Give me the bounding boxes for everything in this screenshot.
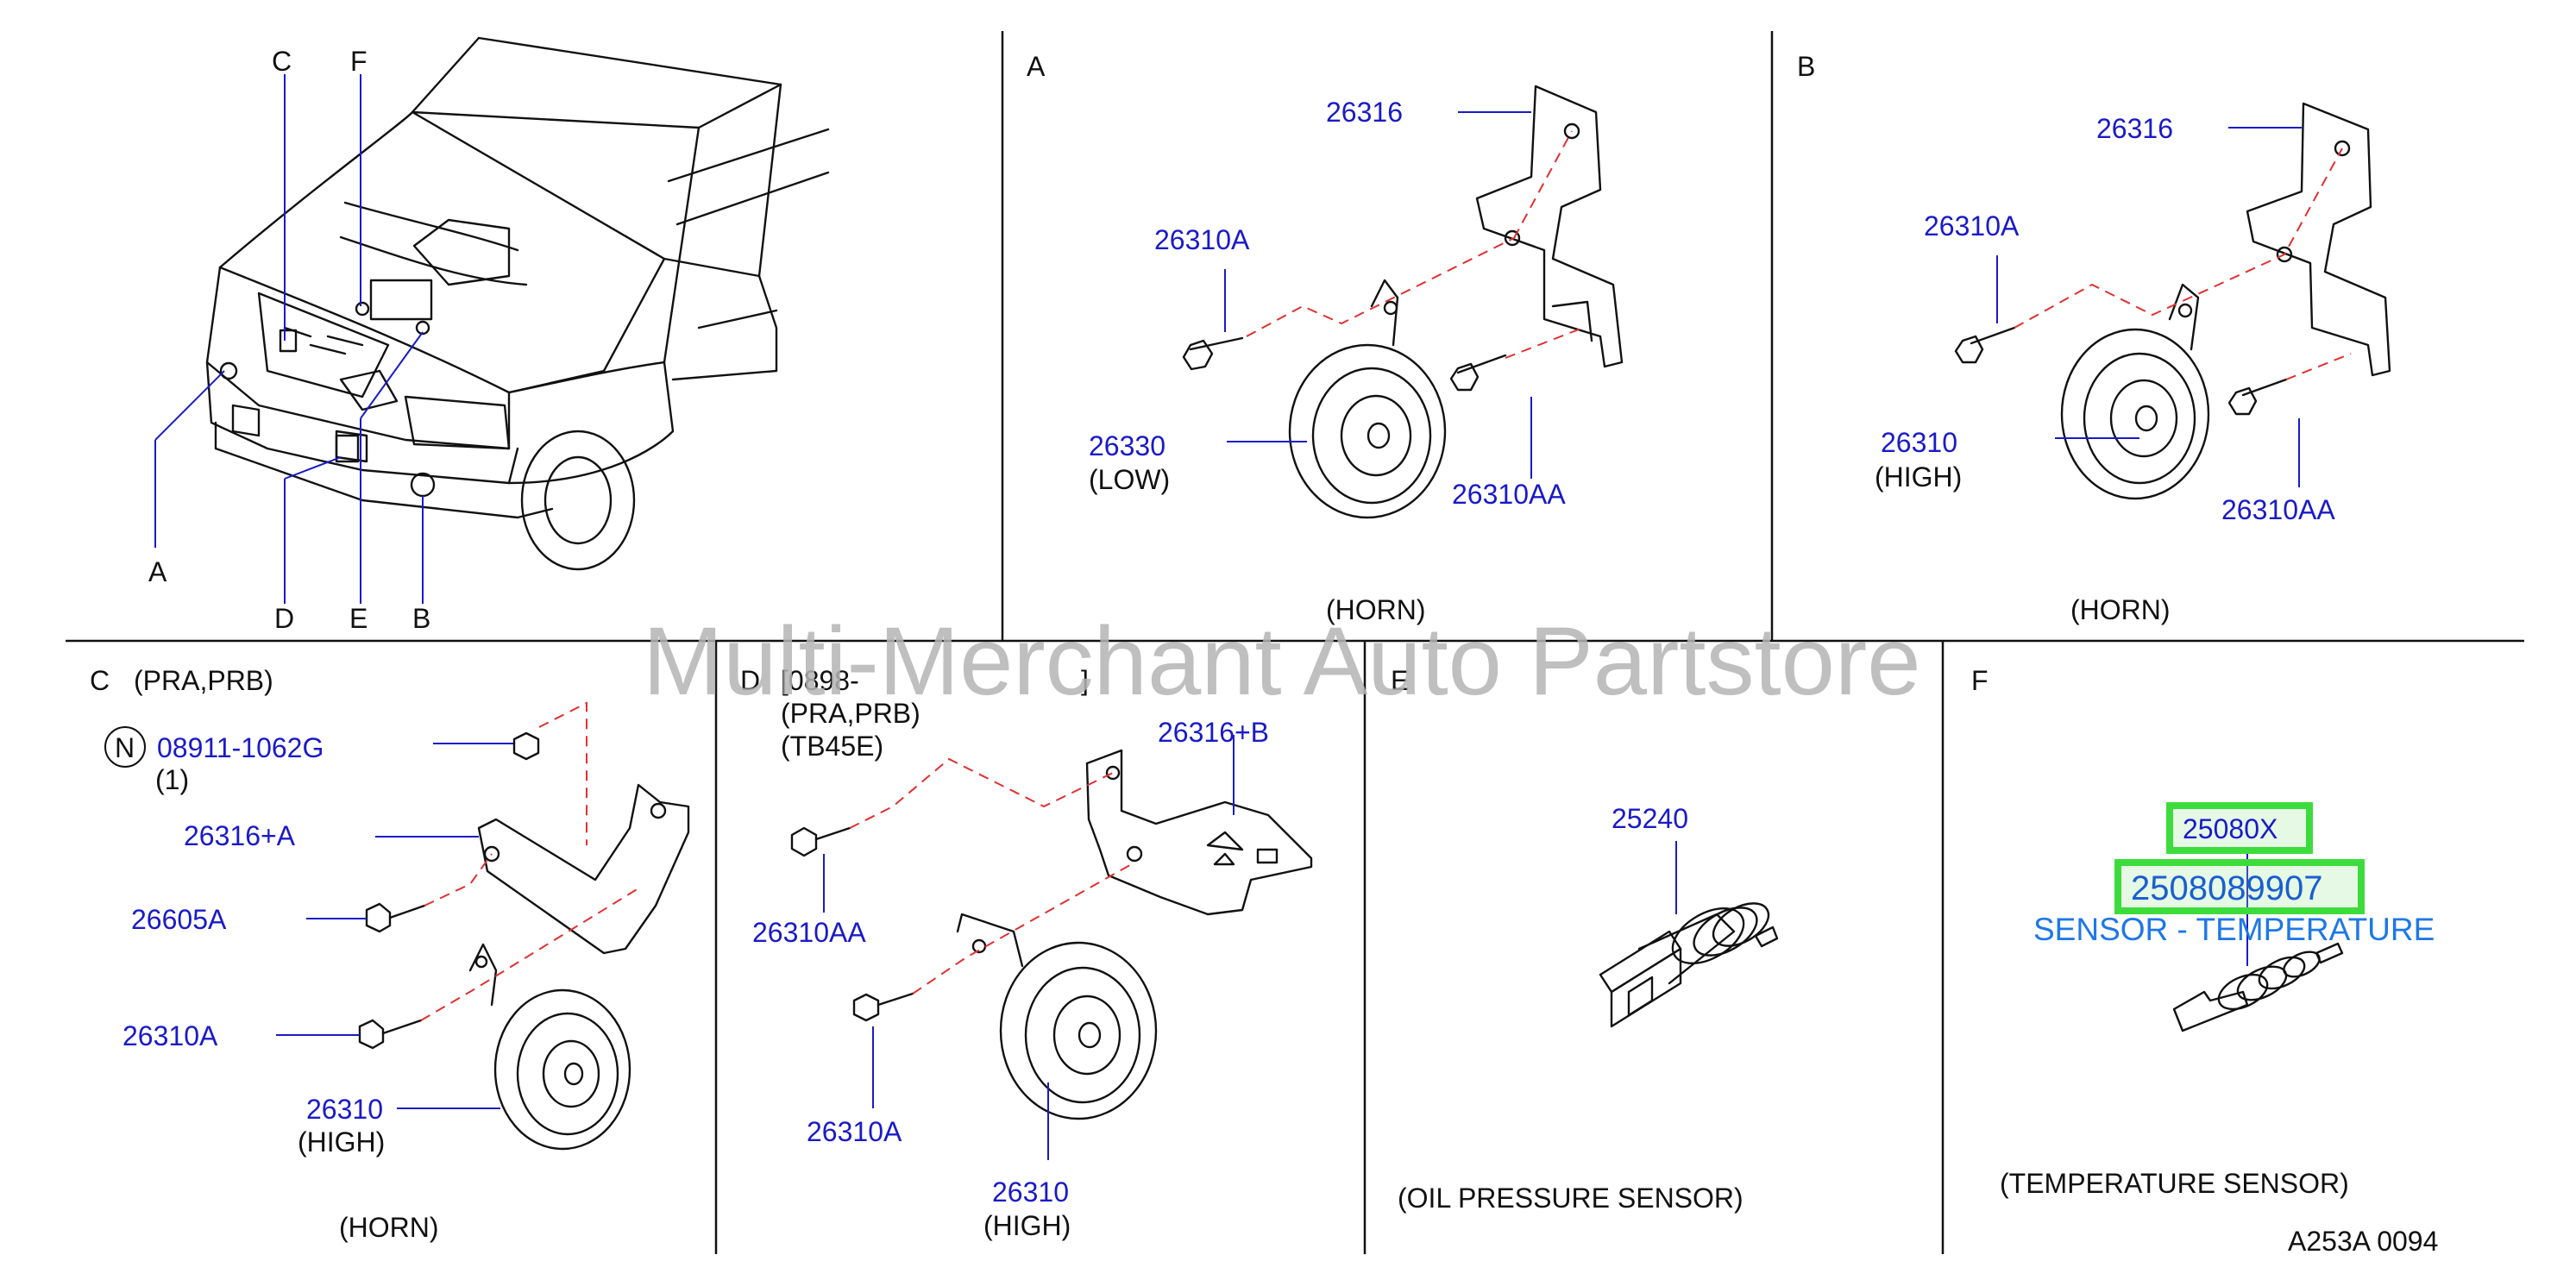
panel-b-horn-drawing <box>2060 283 2210 500</box>
overview-leaders <box>154 74 424 604</box>
panel-e-sensor-drawing <box>1599 902 1779 1028</box>
n-symbol-letter: N <box>115 732 135 763</box>
panel-d-assembly-line-2 <box>912 862 1135 995</box>
panel-a-letter: A <box>1027 51 1046 82</box>
panel-e: E 25240 (OIL PRESSURE SENSOR) <box>1391 665 1779 1214</box>
panel-d-assembly-line <box>849 757 1114 829</box>
panel-c: C (PRA,PRB) N <box>90 665 690 1243</box>
part-26316-plus-b[interactable]: 26316+B <box>1158 717 1269 748</box>
panel-d-leaders <box>823 735 1235 1160</box>
part-2508089907[interactable]: 2508089907 <box>2131 869 2322 907</box>
highlight-box-2508089907 <box>2114 859 2365 914</box>
part-26310aa-b[interactable]: 26310AA <box>2221 494 2335 525</box>
panel-f-letter: F <box>1971 665 1989 696</box>
panel-a-horn-drawing <box>1288 279 1447 519</box>
panel-a-bracket-drawing <box>1475 85 1624 368</box>
panel-a-assembly-line <box>1246 130 1573 337</box>
part-26310-d-note: (HIGH) <box>983 1210 1071 1241</box>
part-26310-c-note: (HIGH) <box>298 1126 385 1158</box>
part-26310a-b[interactable]: 26310A <box>1924 210 2020 242</box>
panel-d-title-line3: (TB45E) <box>781 731 883 762</box>
part-26310-b-note: (HIGH) <box>1875 461 1962 493</box>
overview-label-b: B <box>412 603 430 634</box>
overview-label-d: D <box>274 603 294 634</box>
panel-b-bolts <box>1954 326 2288 416</box>
part-description: SENSOR - TEMPERATURE <box>2033 912 2435 947</box>
diagram-code: A253A 0094 <box>2288 1226 2438 1257</box>
panel-a-assembly-line-2 <box>1505 327 1584 359</box>
overview-label-c: C <box>272 46 292 77</box>
panel-e-letter: E <box>1391 665 1409 696</box>
panel-b-bracket-drawing <box>2246 102 2391 377</box>
part-26310aa-a[interactable]: 26310AA <box>1452 479 1566 510</box>
part-25240[interactable]: 25240 <box>1612 803 1688 834</box>
panel-b-letter: B <box>1797 51 1815 82</box>
panel-a-leaders <box>1224 111 1532 479</box>
part-26310a-a[interactable]: 26310A <box>1154 224 1250 255</box>
part-26310aa-d[interactable]: 26310AA <box>752 917 866 948</box>
panel-e-caption: (OIL PRESSURE SENSOR) <box>1398 1183 1744 1214</box>
panel-d-title-line1: [0898- <box>781 665 859 696</box>
panel-f-sensor-drawing <box>2172 942 2344 1032</box>
panel-b-assembly-line-2 <box>2285 353 2352 380</box>
panel-c-title: (PRA,PRB) <box>134 665 273 696</box>
panel-a-caption: (HORN) <box>1326 594 1426 625</box>
panel-c-assembly-line <box>538 701 587 845</box>
overview-label-e: E <box>349 603 368 634</box>
panel-a-bolts <box>1182 336 1507 392</box>
panel-d-drawing <box>790 749 1313 1120</box>
panel-b: B 26316 26310A 2631 <box>1797 51 2391 625</box>
part-26310-c[interactable]: 26310 <box>306 1094 383 1125</box>
vehicle-illustration <box>205 36 830 571</box>
panel-f: F 25080X 2508089907 SENSOR - TEMPERATURE… <box>1971 665 2435 1199</box>
part-26310a-d[interactable]: 26310A <box>807 1116 902 1147</box>
part-26310-d[interactable]: 26310 <box>992 1176 1069 1208</box>
panel-d: D [0898- ] (PRA,PRB) (TB45E) <box>740 665 1313 1241</box>
part-26605a[interactable]: 26605A <box>131 904 227 935</box>
panel-d-letter: D <box>740 665 760 696</box>
panel-a: A 26316 26310A <box>1027 51 1624 625</box>
part-26330-note: (LOW) <box>1089 464 1170 495</box>
part-26310-b[interactable]: 26310 <box>1881 427 1957 458</box>
panel-separators <box>66 31 2524 1254</box>
highlight-box-25080x <box>2166 802 2313 854</box>
panel-c-leaders <box>276 743 513 1109</box>
overview-label-a: A <box>148 556 167 587</box>
panel-b-leaders <box>1996 127 2302 487</box>
part-26316-plus-a[interactable]: 26316+A <box>184 820 296 851</box>
watermark: Multi-Merchant Auto Partstore <box>643 607 1920 715</box>
panel-d-title-bracket: ] <box>1081 665 1089 696</box>
part-08911-1062g[interactable]: 08911-1062G <box>157 732 324 763</box>
panel-c-caption: (HORN) <box>339 1212 439 1243</box>
vehicle-overview-panel: C F A D E B <box>148 36 830 634</box>
part-26330[interactable]: 26330 <box>1089 430 1165 461</box>
part-08911-qty: (1) <box>155 764 189 795</box>
panel-d-title-line2: (PRA,PRB) <box>781 698 920 729</box>
part-26316-a[interactable]: 26316 <box>1326 97 1403 128</box>
part-26316-b[interactable]: 26316 <box>2096 113 2173 144</box>
panel-c-letter: C <box>90 665 110 696</box>
n-symbol-icon <box>104 726 146 768</box>
panel-f-caption: (TEMPERATURE SENSOR) <box>2000 1168 2349 1199</box>
overview-label-f: F <box>350 46 368 77</box>
panel-b-assembly-line <box>2014 147 2343 329</box>
panel-c-assembly-line-2 <box>420 853 639 1021</box>
part-25080x[interactable]: 25080X <box>2183 813 2278 844</box>
part-26310a-c[interactable]: 26310A <box>123 1020 218 1051</box>
panel-b-caption: (HORN) <box>2070 594 2171 625</box>
panel-c-drawing <box>358 731 690 1151</box>
